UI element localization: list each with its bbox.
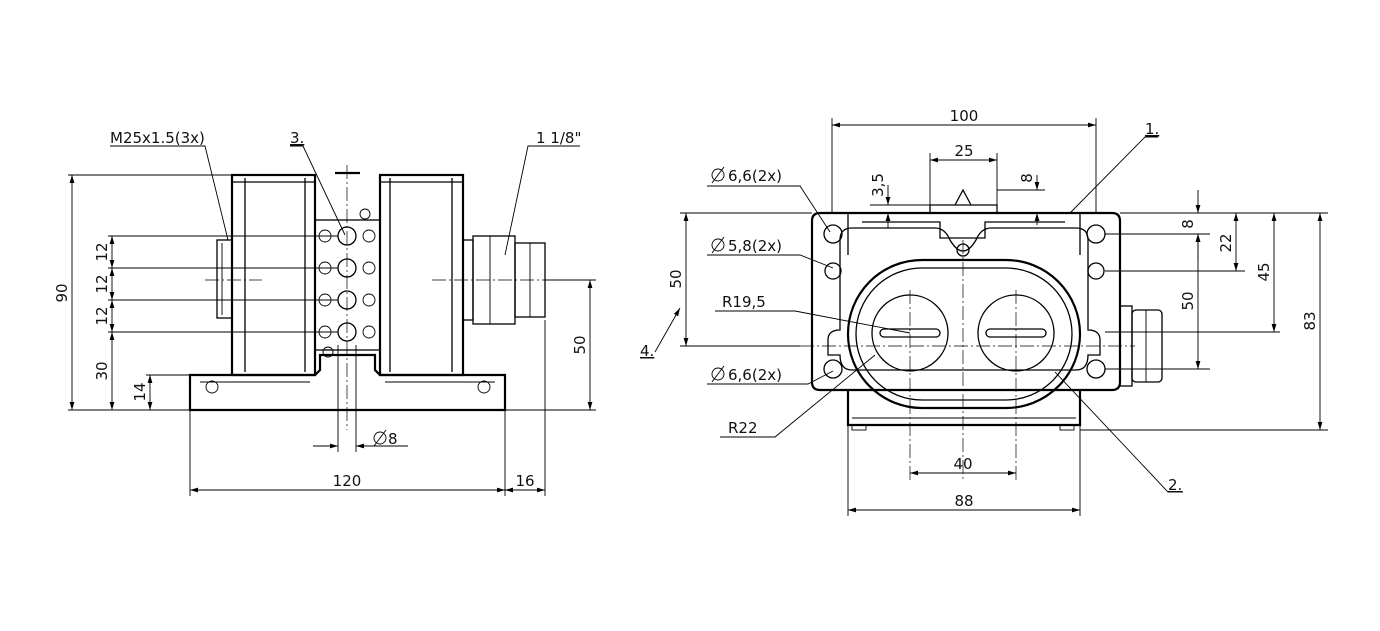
callout-r22: R22 <box>728 419 758 437</box>
callout-r19-5: R19,5 <box>722 293 766 311</box>
dim-120: 120 <box>333 472 362 490</box>
dim-45: 45 <box>1255 262 1273 281</box>
dim-8-top: 8 <box>1018 173 1036 183</box>
front-housing-outline <box>810 211 1122 392</box>
dim-3-5: 3,5 <box>869 173 887 197</box>
dim-14: 14 <box>131 382 149 401</box>
dim-40: 40 <box>953 455 972 473</box>
callout-conduit: 1 1/8" <box>536 129 581 147</box>
callout-hole-6-6-top: 6,6(2x) <box>728 167 782 185</box>
dim-25: 25 <box>954 142 973 160</box>
dim-90: 90 <box>53 283 71 302</box>
dim-50-right: 50 <box>1179 291 1197 310</box>
diameter-symbol-icon <box>373 429 387 447</box>
dim-diameter-8: 8 <box>388 430 398 448</box>
front-view: 100 25 3,5 8 50 8 22 45 50 83 40 88 1. 2… <box>640 107 1328 516</box>
diameter-symbol-icon <box>711 166 725 184</box>
dim-50-left: 50 <box>667 269 685 288</box>
callout-hole-5-8: 5,8(2x) <box>728 237 782 255</box>
base-flange <box>188 353 507 412</box>
dim-12-b: 12 <box>93 274 111 293</box>
side-view: M25x1.5(3x) 3. 1 1/8" 90 12 12 12 30 14 … <box>53 129 596 496</box>
terminal-block <box>314 208 381 358</box>
dim-8-right: 8 <box>1179 219 1197 229</box>
diameter-symbol-icon <box>711 365 725 383</box>
thread-boss <box>216 239 233 319</box>
inner-chamber <box>827 227 1101 371</box>
callout-item-4: 4. <box>640 342 654 360</box>
dim-16: 16 <box>515 472 534 490</box>
dim-50-left-view: 50 <box>571 335 589 354</box>
callout-item-1: 1. <box>1145 120 1159 138</box>
dim-88: 88 <box>954 492 973 510</box>
diameter-symbol-icon <box>711 236 725 254</box>
dim-12-c: 12 <box>93 306 111 325</box>
callout-hole-6-6-bottom: 6,6(2x) <box>728 366 782 384</box>
housing-right-half <box>378 173 465 377</box>
callout-thread: M25x1.5(3x) <box>110 129 205 147</box>
dim-100: 100 <box>950 107 979 125</box>
oval-chamber-outer <box>846 258 1082 410</box>
dim-30: 30 <box>93 361 111 380</box>
callout-item-3: 3. <box>290 129 304 147</box>
dim-83: 83 <box>1301 311 1319 330</box>
dim-22: 22 <box>1217 233 1235 252</box>
hole-top-left <box>823 224 843 244</box>
dim-12-a: 12 <box>93 242 111 261</box>
callout-item-2: 2. <box>1168 476 1182 494</box>
